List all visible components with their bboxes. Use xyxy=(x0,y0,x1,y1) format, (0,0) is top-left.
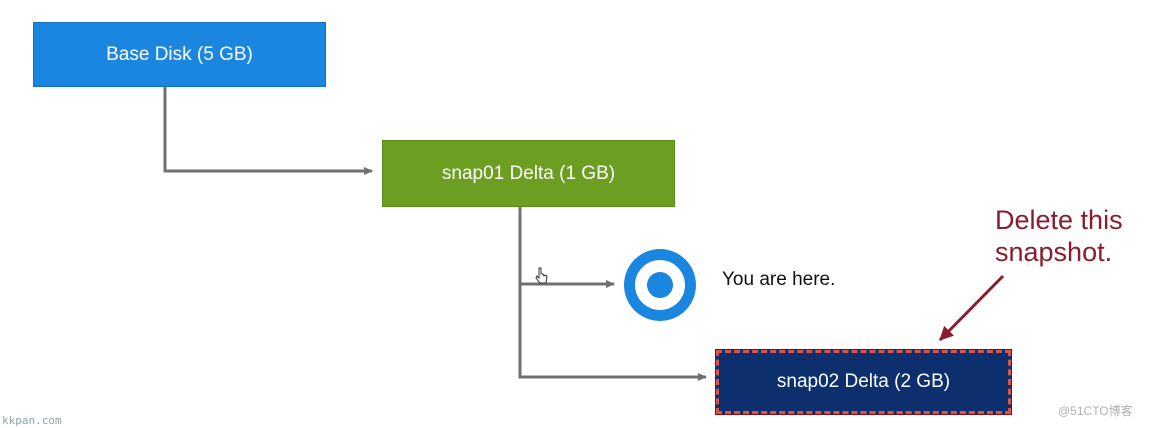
callout-arrow xyxy=(938,274,1005,342)
callout-line1: Delete this xyxy=(995,205,1123,235)
connector-snap01-to-snap02 xyxy=(518,284,707,381)
snap01-node: snap01 Delta (1 GB) xyxy=(382,140,675,207)
delete-callout: Delete this snapshot. xyxy=(995,204,1155,268)
base-disk-node: Base Disk (5 GB) xyxy=(33,22,326,87)
callout-line2: snapshot. xyxy=(995,237,1113,267)
snap02-node: snap02 Delta (2 GB) xyxy=(715,349,1012,415)
watermark-left: kkpan.com xyxy=(2,414,62,427)
snap02-label: snap02 Delta (2 GB) xyxy=(776,371,951,392)
target-icon xyxy=(624,249,696,321)
snap01-label: snap01 Delta (1 GB) xyxy=(441,162,616,184)
connector-snap01-to-here xyxy=(518,207,615,288)
watermark-right: @51CTO博客 xyxy=(1058,404,1133,418)
base-disk-label: Base Disk (5 GB) xyxy=(106,43,253,65)
you-are-here-label: You are here. xyxy=(722,269,836,290)
connector-base-to-snap01 xyxy=(163,87,373,175)
hand-cursor-icon xyxy=(535,267,548,284)
